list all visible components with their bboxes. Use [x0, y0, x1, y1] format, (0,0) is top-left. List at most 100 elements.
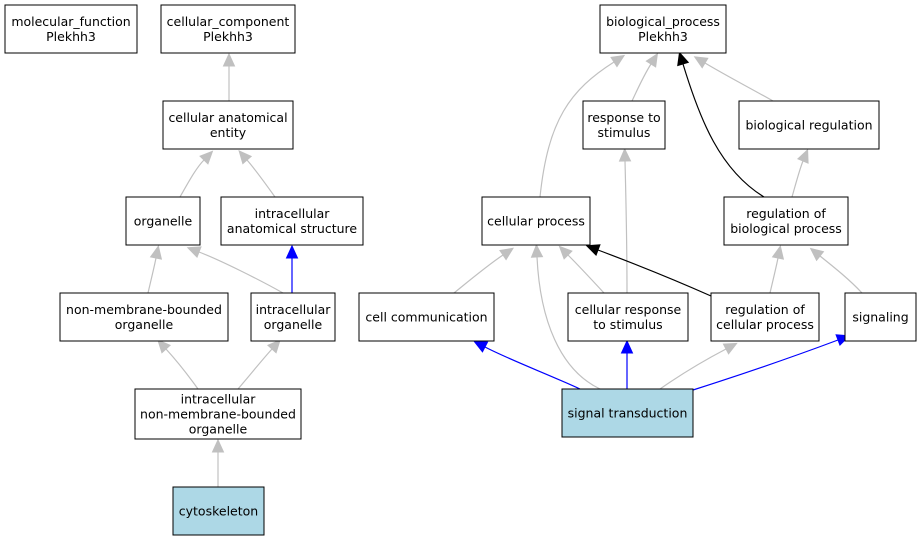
node-box [162, 100, 294, 150]
edge-line [692, 339, 839, 391]
arrowhead-icon [149, 245, 163, 260]
arrowhead-icon [211, 438, 225, 453]
edge-rbp-to-breg [791, 148, 809, 198]
arrowhead-icon [499, 247, 514, 261]
edge-cp-to-bp [539, 54, 626, 198]
node-label-line: regulation of [746, 206, 826, 221]
edge-line [147, 257, 157, 294]
edge-st-to-rcp [659, 342, 738, 390]
node-label-line: intracellular [181, 392, 257, 407]
edge-line [536, 256, 601, 390]
arrowhead-icon [610, 54, 626, 68]
node-label-line: biological regulation [745, 118, 872, 133]
node-label-line: cytoskeleton [179, 504, 258, 519]
edge-line [179, 159, 205, 198]
node-box [160, 4, 296, 54]
edge-nmbo-to-org [147, 245, 163, 294]
node-label-line: organelle [264, 317, 323, 332]
node-cp[interactable]: cellular process [481, 196, 591, 246]
node-label-line: intracellular [256, 302, 332, 317]
arrowhead-icon [677, 51, 690, 67]
node-label-line: cellular process [487, 214, 585, 229]
node-label-line: non-membrane-bounded [66, 302, 222, 317]
edge-cyto-to-inmb [211, 438, 225, 487]
node-inmb[interactable]: intracellularnon-membrane-boundedorganel… [134, 388, 302, 440]
node-label-line: biological process [730, 221, 842, 236]
node-breg[interactable]: biological regulation [738, 100, 880, 150]
node-label-line: cellular_component [167, 14, 290, 29]
edge-inmb-to-nmbo [157, 339, 199, 390]
node-label-line: organelle [134, 214, 193, 229]
edge-line [819, 255, 863, 294]
edge-crs-to-cp [558, 245, 605, 294]
arrowhead-icon [797, 148, 809, 164]
edge-cae-to-cc [222, 52, 236, 101]
node-label-line: cellular process [716, 317, 814, 332]
edge-line [624, 160, 628, 294]
node-label-line: organelle [189, 422, 248, 437]
edge-st-to-crs [620, 339, 634, 389]
arrowhead-icon [199, 150, 214, 165]
node-box [172, 486, 265, 536]
edge-crs-to-rts [618, 147, 632, 294]
edge-ias-to-cae [238, 150, 276, 198]
edge-st-to-sig [692, 334, 851, 391]
edge-breg-to-bp [693, 56, 774, 102]
edge-rcp-to-cp [585, 244, 712, 297]
edge-io-to-org [186, 246, 284, 294]
node-label-line: entity [210, 125, 247, 140]
node-box [250, 292, 336, 342]
node-box [710, 292, 820, 342]
node-box [738, 100, 880, 150]
node-label-line: intracellular [255, 206, 331, 221]
node-box [599, 4, 727, 54]
node-box [481, 196, 591, 246]
edge-line [246, 159, 276, 198]
node-org[interactable]: organelle [125, 196, 201, 246]
node-label-line: molecular_function [11, 14, 130, 29]
edge-io-to-ias [285, 244, 299, 293]
node-ccom[interactable]: cell communication [358, 292, 495, 342]
edges-layer [147, 51, 863, 487]
node-label-line: cell communication [365, 310, 487, 325]
node-label-line: signaling [852, 310, 908, 325]
arrowhead-icon [618, 147, 632, 162]
node-box [358, 292, 495, 342]
edge-line [597, 249, 712, 297]
node-box [582, 100, 666, 150]
node-cyto[interactable]: cytoskeleton [172, 486, 265, 536]
edge-line [198, 251, 284, 294]
node-box [723, 196, 849, 246]
arrowhead-icon [693, 56, 709, 69]
node-label-line: response to [587, 110, 660, 125]
node-label-line: regulation of [725, 302, 805, 317]
node-label-line: non-membrane-bounded [140, 407, 296, 422]
arrowhead-icon [771, 245, 785, 260]
node-label-line: biological_process [606, 14, 720, 29]
arrowhead-icon [267, 339, 281, 354]
arrowhead-icon [473, 340, 489, 353]
arrowhead-icon [722, 342, 738, 355]
nodes-layer: molecular_functionPlekhh3cellular_compon… [4, 4, 917, 536]
edge-rts-to-bp [631, 52, 659, 102]
node-st[interactable]: signal transduction [561, 388, 694, 438]
node-box [59, 292, 229, 342]
edge-inmb-to-io [237, 339, 281, 390]
arrowhead-icon [285, 244, 299, 259]
node-label-line: Plekhh3 [203, 29, 253, 44]
node-sig[interactable]: signaling [844, 292, 917, 342]
edge-line [769, 257, 779, 294]
node-box [125, 196, 201, 246]
node-label-line: cellular anatomical [168, 110, 287, 125]
